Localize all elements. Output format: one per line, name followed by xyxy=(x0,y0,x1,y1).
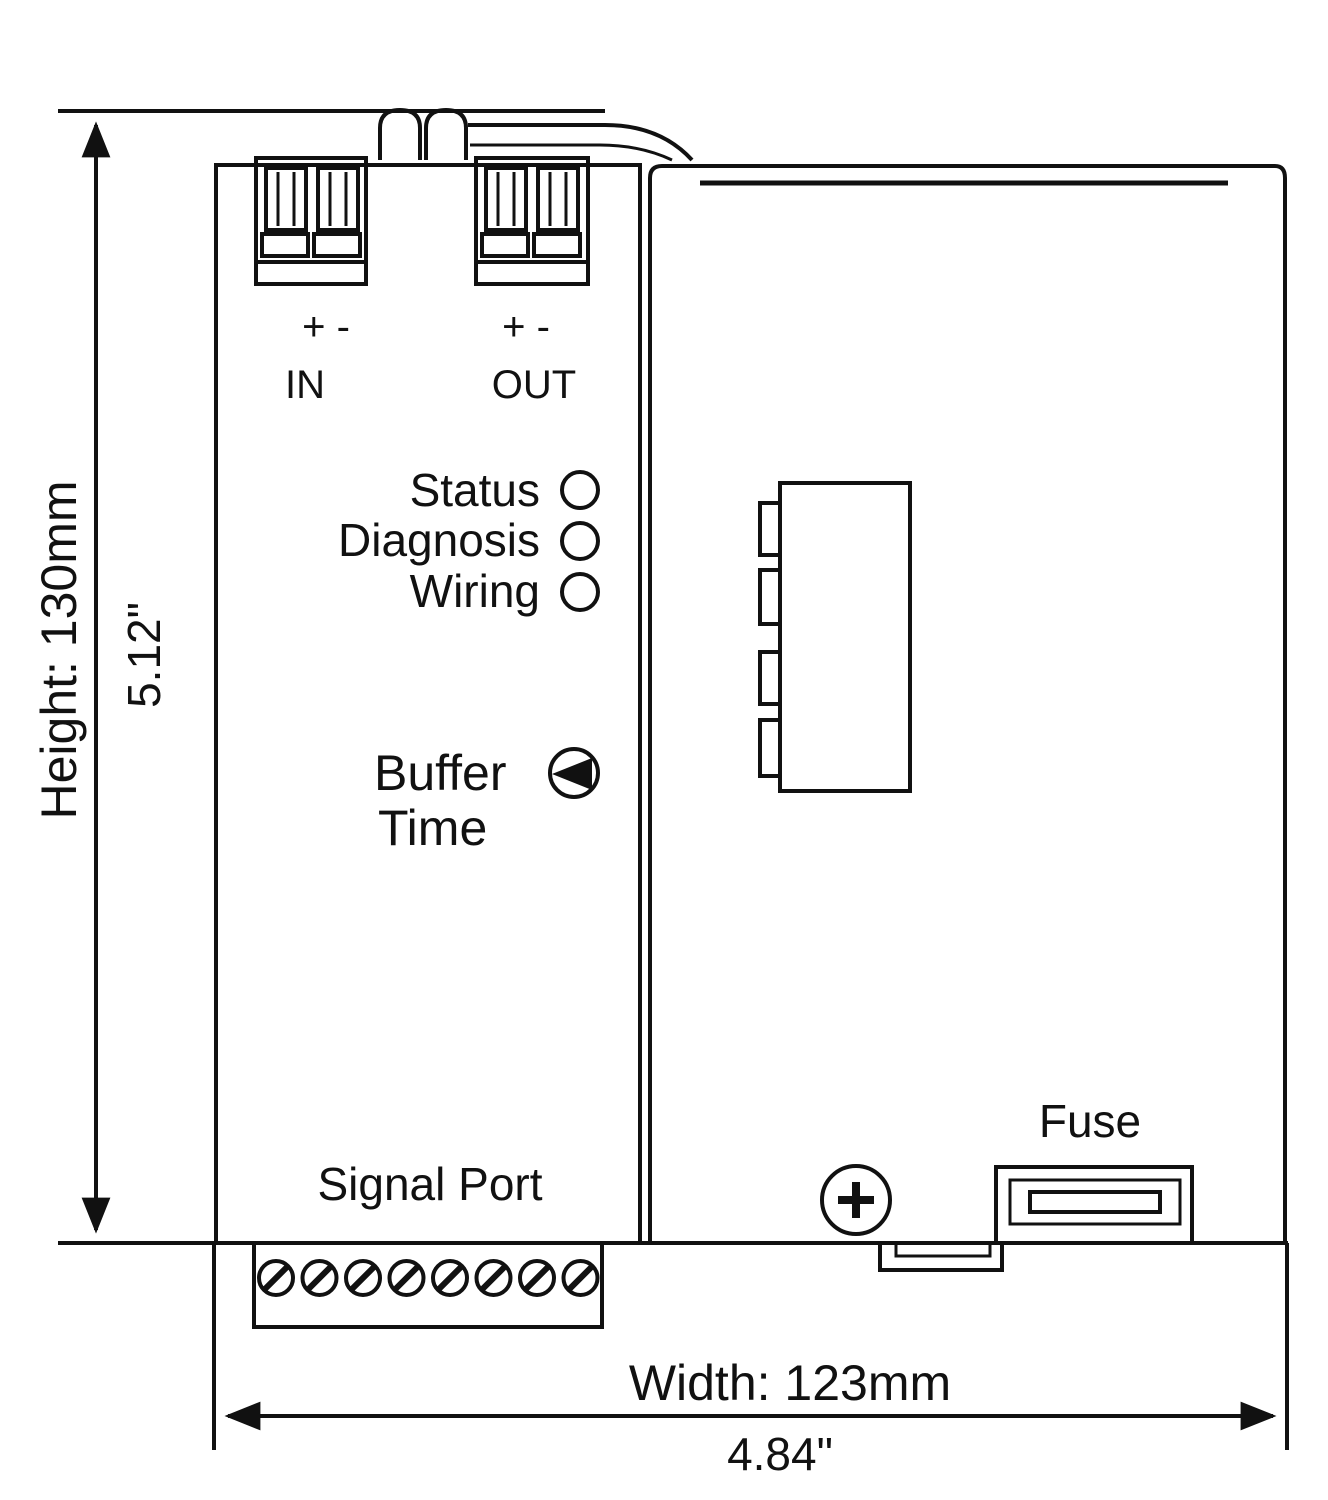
wiring-led-icon xyxy=(560,572,600,612)
signal-port-screw-icon[interactable] xyxy=(300,1259,339,1297)
status-label: Status xyxy=(410,464,540,516)
in-label: IN xyxy=(285,363,325,407)
diagnosis-label: Diagnosis xyxy=(338,514,540,566)
fuse-label: Fuse xyxy=(1039,1095,1141,1147)
housing-outline xyxy=(648,164,1287,1243)
status-led-icon xyxy=(560,470,600,510)
front-module-outline xyxy=(214,163,642,1245)
ground-screw-icon[interactable] xyxy=(820,1164,892,1236)
signal-port-screw-icon[interactable] xyxy=(431,1259,469,1297)
bottom-latch-inner xyxy=(894,1243,992,1258)
signal-port-label: Signal Port xyxy=(317,1158,542,1210)
signal-port-screw-icon[interactable] xyxy=(344,1259,382,1297)
out-label: OUT xyxy=(492,363,576,407)
top-clip-left xyxy=(378,107,422,160)
signal-port-screw-icon[interactable] xyxy=(387,1259,426,1297)
in-terminal-block[interactable] xyxy=(254,156,368,286)
buffer-time-label-line2: Time xyxy=(378,800,487,856)
side-connector xyxy=(758,481,912,793)
top-clip-right xyxy=(424,107,468,160)
out-terminal-block[interactable] xyxy=(474,156,590,286)
signal-port-screw-icon[interactable] xyxy=(561,1259,600,1297)
signal-port-screws xyxy=(257,1259,600,1297)
wiring-label: Wiring xyxy=(410,565,540,617)
buffer-time-label-line1: Buffer xyxy=(374,745,507,801)
height-inch-label: 5.12" xyxy=(118,602,170,708)
signal-port-strip xyxy=(252,1241,604,1329)
out-polarity-label: + - xyxy=(502,305,550,349)
signal-port-screw-icon[interactable] xyxy=(518,1259,556,1297)
width-inch-label: 4.84" xyxy=(727,1428,833,1480)
signal-port-screw-icon[interactable] xyxy=(257,1259,295,1297)
width-label: Width: 123mm xyxy=(629,1355,951,1411)
top-cable xyxy=(468,123,694,162)
buffer-time-knob-icon[interactable] xyxy=(548,747,600,799)
signal-port-screw-icon[interactable] xyxy=(474,1259,513,1297)
top-cable-inner xyxy=(470,143,673,162)
height-label: Height: 130mm xyxy=(31,480,87,819)
fuse-holder[interactable] xyxy=(994,1165,1194,1243)
diagnosis-led-icon xyxy=(560,521,600,561)
bottom-latch xyxy=(878,1243,1004,1272)
in-polarity-label: + - xyxy=(302,305,350,349)
